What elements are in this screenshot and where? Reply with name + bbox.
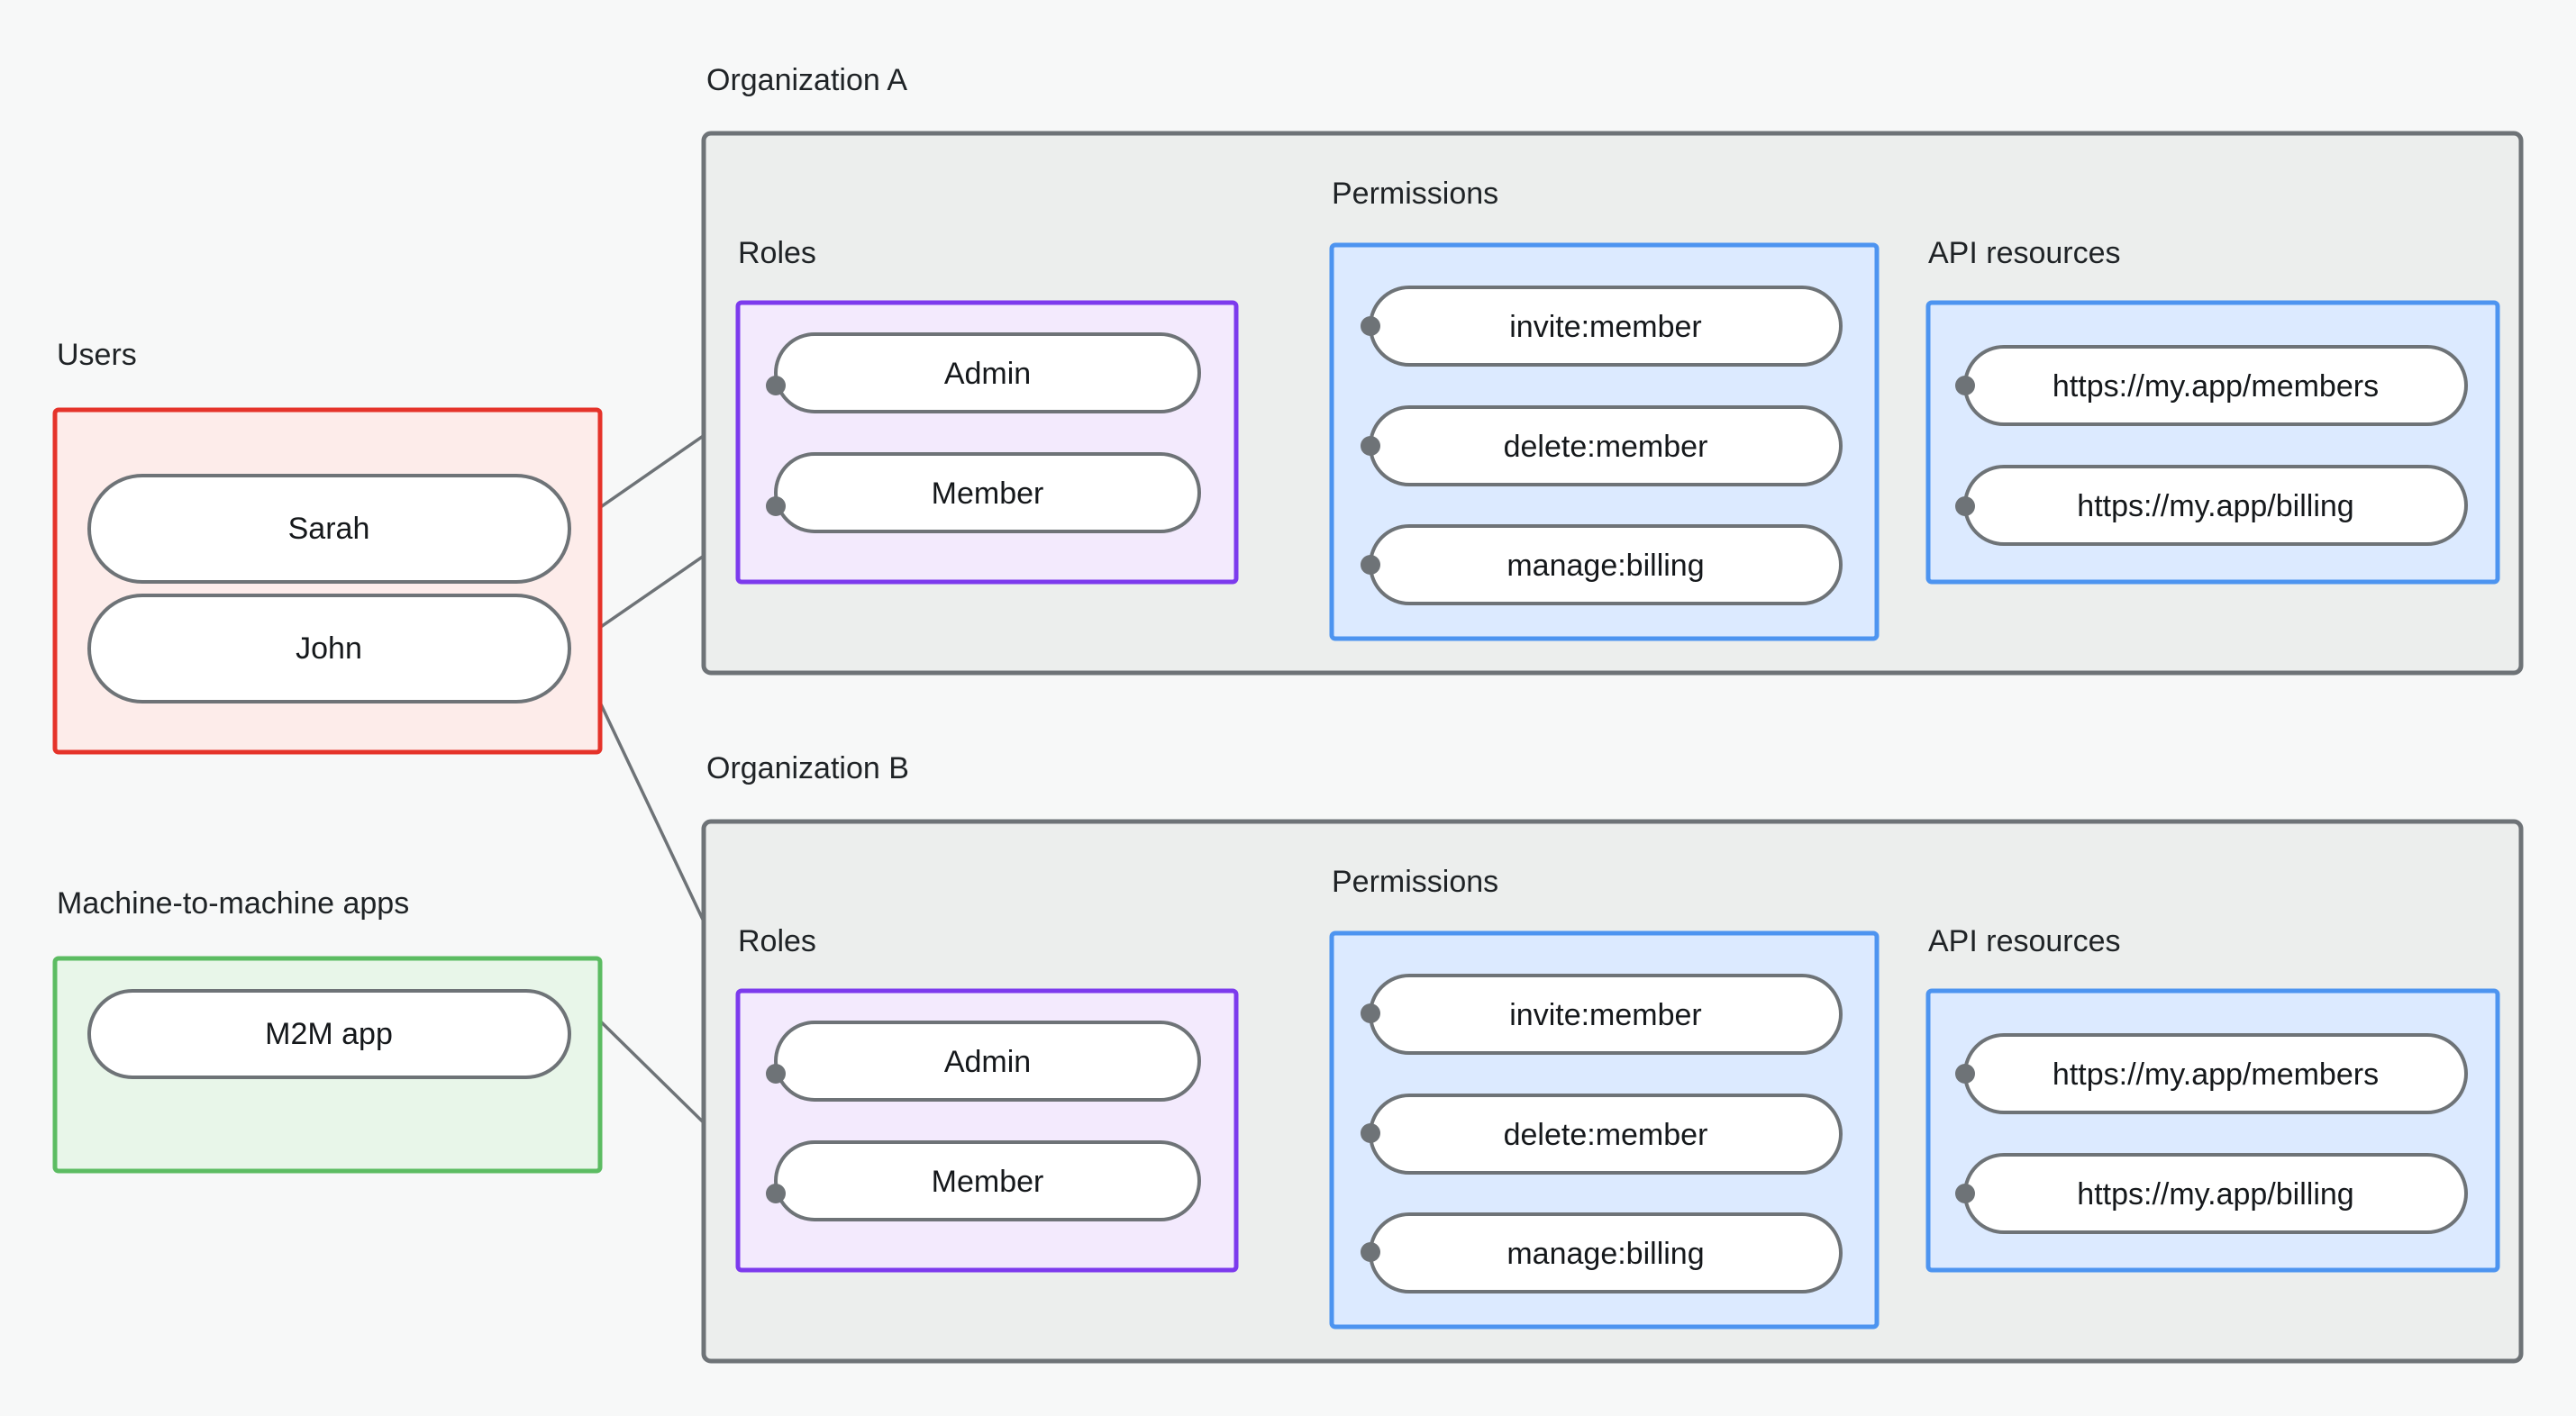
org-b-perm-invite[interactable]: invite:member <box>1369 974 1843 1055</box>
org-b-role-member[interactable]: Member <box>774 1140 1201 1221</box>
org-a-role-admin[interactable]: Admin <box>774 332 1201 413</box>
org-b-role-member-pill[interactable] <box>774 1140 1201 1221</box>
org-a-role-admin-label: Admin <box>944 357 1031 391</box>
organization-a-permissions-title: Permissions <box>1332 177 1498 211</box>
org-a-api-members[interactable]: https://my.app/members <box>1963 345 2468 426</box>
user-john[interactable]: John <box>87 594 571 703</box>
dot-org-b-role-member-in <box>766 1184 786 1203</box>
org-a-role-member-label: Member <box>932 477 1044 511</box>
org-a-api-members-label: https://my.app/members <box>2053 369 2379 404</box>
dot-org-a-api-members-in <box>1955 376 1975 395</box>
organization-b-permissions-title: Permissions <box>1332 865 1498 899</box>
dot-org-b-api-billing-in <box>1955 1184 1975 1203</box>
dot-org-a-perm-invite-in <box>1361 316 1380 336</box>
org-b-api-billing[interactable]: https://my.app/billing <box>1963 1153 2468 1234</box>
org-b-role-admin[interactable]: Admin <box>774 1021 1201 1102</box>
org-a-role-admin-pill[interactable] <box>774 332 1201 413</box>
organization-b-title: Organization B <box>706 751 909 785</box>
users-group: Users Sarah John <box>52 338 603 755</box>
user-sarah-pill[interactable] <box>87 474 571 584</box>
dot-org-a-api-billing-in <box>1955 496 1975 516</box>
organization-b-group: Organization B Roles Admin Member Permis… <box>701 751 2524 1364</box>
org-b-role-member-label: Member <box>932 1165 1044 1199</box>
dot-org-a-role-admin-in <box>766 376 786 395</box>
org-b-perm-delete[interactable]: delete:member <box>1369 1094 1843 1175</box>
edge-dot-layer <box>766 316 1975 1262</box>
org-a-perm-delete[interactable]: delete:member <box>1369 405 1843 486</box>
dot-org-b-api-members-in <box>1955 1064 1975 1084</box>
org-a-role-member[interactable]: Member <box>774 452 1201 533</box>
org-b-perm-invite-label: invite:member <box>1509 998 1702 1032</box>
org-b-perm-billing-label: manage:billing <box>1506 1237 1704 1271</box>
org-a-api-billing-label: https://my.app/billing <box>2077 489 2353 523</box>
org-a-perm-delete-label: delete:member <box>1504 430 1708 464</box>
users-title: Users <box>57 338 137 372</box>
org-b-api-members[interactable]: https://my.app/members <box>1963 1033 2468 1114</box>
organization-a-title: Organization A <box>706 63 907 97</box>
organization-a-api-title: API resources <box>1928 236 2121 270</box>
dot-org-a-role-member-in <box>766 496 786 516</box>
org-b-perm-billing[interactable]: manage:billing <box>1369 1212 1843 1293</box>
org-b-role-admin-pill[interactable] <box>774 1021 1201 1102</box>
dot-org-a-perm-delete-in <box>1361 436 1380 456</box>
app-m2m-pill[interactable] <box>87 989 571 1079</box>
org-b-api-members-label: https://my.app/members <box>2053 1057 2379 1092</box>
org-a-perm-invite-label: invite:member <box>1509 310 1702 344</box>
org-a-api-billing[interactable]: https://my.app/billing <box>1963 465 2468 546</box>
organization-b-roles-title: Roles <box>738 924 816 958</box>
user-sarah[interactable]: Sarah <box>87 474 571 584</box>
organization-a-roles-title: Roles <box>738 236 816 270</box>
organization-b-api-title: API resources <box>1928 924 2121 958</box>
machine-to-machine-group: Machine-to-machine apps M2M app <box>52 886 603 1174</box>
org-b-perm-delete-label: delete:member <box>1504 1118 1708 1152</box>
dot-org-b-perm-billing-in <box>1361 1242 1380 1262</box>
user-sarah-label: Sarah <box>288 512 370 546</box>
dot-org-b-role-admin-in <box>766 1064 786 1084</box>
dot-org-b-perm-invite-in <box>1361 1003 1380 1023</box>
organization-a-group: Organization A Roles Admin Member Permis… <box>701 63 2524 676</box>
org-b-api-billing-label: https://my.app/billing <box>2077 1177 2353 1212</box>
machine-to-machine-title: Machine-to-machine apps <box>57 886 409 921</box>
dot-org-a-perm-billing-in <box>1361 555 1380 575</box>
org-a-perm-billing[interactable]: manage:billing <box>1369 524 1843 605</box>
user-john-label: John <box>296 631 362 666</box>
org-a-perm-billing-label: manage:billing <box>1506 549 1704 583</box>
org-a-perm-invite[interactable]: invite:member <box>1369 286 1843 367</box>
org-b-role-admin-label: Admin <box>944 1045 1031 1079</box>
app-m2m-label: M2M app <box>265 1017 393 1051</box>
app-m2m[interactable]: M2M app <box>87 989 571 1079</box>
org-a-role-member-pill[interactable] <box>774 452 1201 533</box>
dot-org-b-perm-delete-in <box>1361 1123 1380 1143</box>
user-john-pill[interactable] <box>87 594 571 703</box>
